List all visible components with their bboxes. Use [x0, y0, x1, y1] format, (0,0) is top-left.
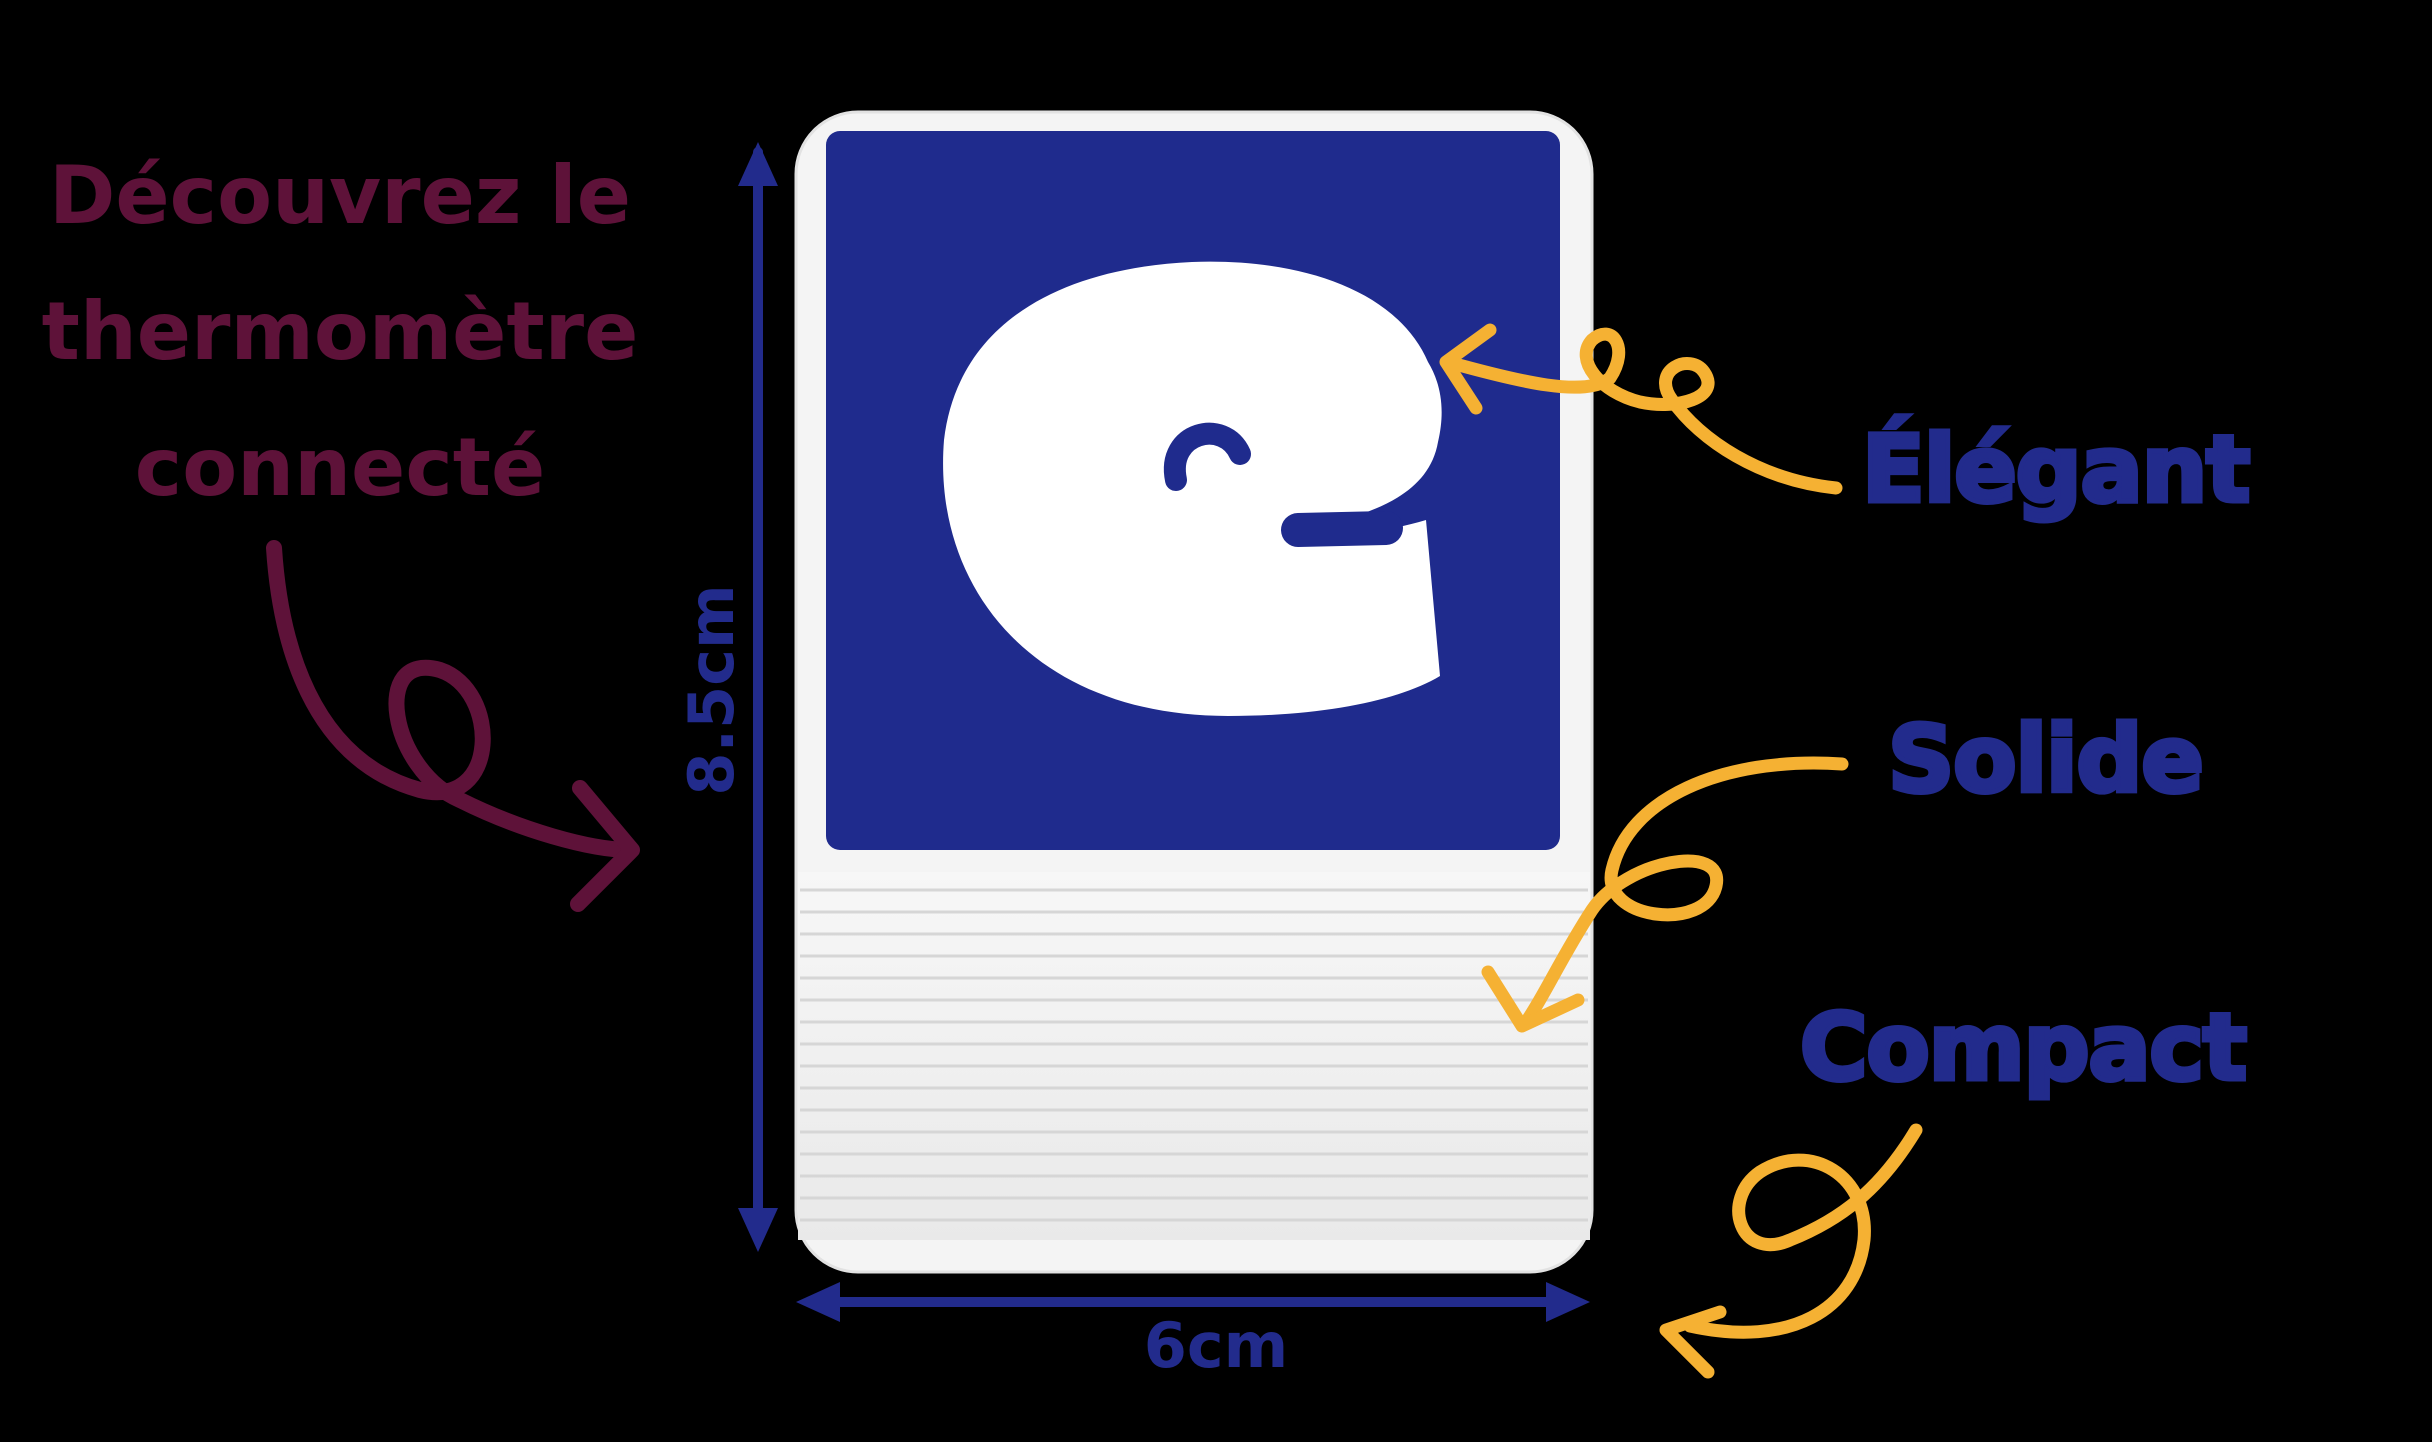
width-arrow-right-head [1546, 1282, 1590, 1322]
headline-line-3: connecté [134, 421, 546, 514]
feature-label-compact: Compact [1797, 994, 2249, 1101]
device-ribs [800, 888, 1588, 1222]
headline: Découvrez le thermomètre connecté [0, 128, 680, 536]
width-arrow-left-head [796, 1282, 840, 1322]
thermometer-device [794, 110, 1594, 1274]
height-dimension-label: 8.5cm [675, 584, 748, 796]
width-dimension-label: 6cm [1143, 1309, 1289, 1382]
headline-line-1: Découvrez le [49, 149, 631, 242]
headline-arrow-head [570, 780, 640, 912]
solide-arrow [1481, 756, 1849, 1033]
headline-line-2: thermomètre [41, 285, 639, 378]
logo-eye [1163, 422, 1251, 491]
compact-arrow [1659, 1123, 1923, 1379]
brand-logo [943, 261, 1442, 716]
logo-smile [1281, 511, 1403, 547]
height-arrow-top-head [738, 142, 778, 186]
feature-label-elegant: Élégant [1859, 416, 2252, 523]
device-grip [798, 872, 1590, 1240]
feature-label-solide: Solide [1886, 706, 2207, 813]
height-arrow-bottom-head [738, 1208, 778, 1252]
elegant-arrow [1439, 323, 1843, 495]
headline-curly-arrow [266, 540, 638, 858]
